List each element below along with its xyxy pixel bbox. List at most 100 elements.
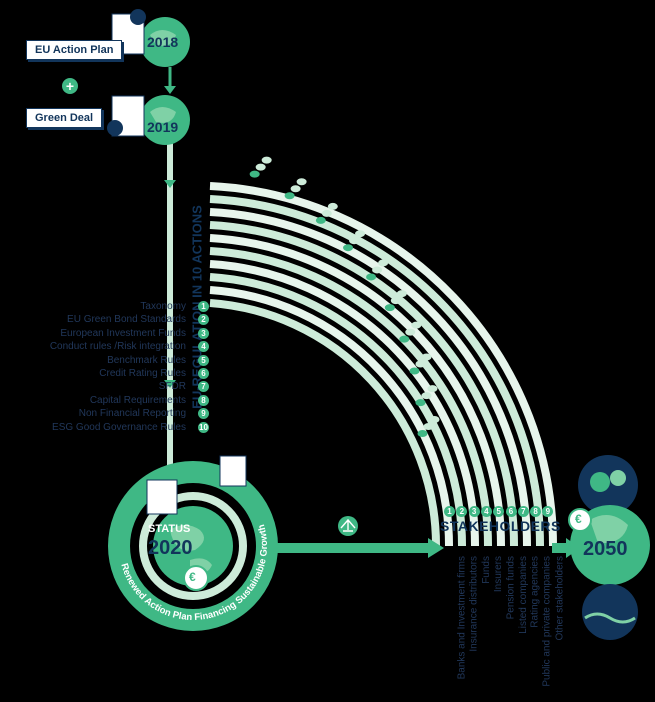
stakeholder-number-badge: 6 <box>505 506 517 517</box>
leaf <box>390 297 401 305</box>
progress-arrow-head <box>428 538 444 558</box>
leaf <box>396 290 407 298</box>
status-label: STATUS <box>148 523 191 535</box>
action-arc <box>209 247 493 547</box>
stakeholders-title: STAKEHOLDERS <box>440 518 561 534</box>
document-icon-2020b <box>219 455 247 487</box>
stakeholder-item: Funds <box>469 556 492 696</box>
leaf <box>355 230 366 238</box>
leaf <box>349 237 360 245</box>
action-label: EU Green Bond Standards <box>67 314 186 326</box>
action-arc <box>209 260 480 547</box>
leaf <box>296 178 307 186</box>
leaf-branches <box>249 156 440 437</box>
action-arc <box>209 273 467 547</box>
leaf <box>290 185 301 193</box>
action-label: European Investment Funds <box>60 327 186 339</box>
action-arc <box>209 182 558 547</box>
leaf <box>261 156 272 164</box>
stakeholder-number-badge: 7 <box>517 506 529 517</box>
action-label: Taxonomy <box>140 301 186 312</box>
stakeholder-item: Rating agencies <box>518 556 541 696</box>
action-number-badge: 3 <box>198 327 209 339</box>
stakeholder-number-badge: 8 <box>530 506 542 517</box>
leaf <box>343 244 354 252</box>
leaf <box>284 192 295 200</box>
leaf <box>315 216 326 224</box>
stakeholder-label: Other stakeholders <box>554 556 566 641</box>
year-2019: 2019 <box>147 119 179 135</box>
action-number-badge: 10 <box>198 421 209 433</box>
action-arc <box>209 299 441 547</box>
action-number-badge: 6 <box>198 368 209 379</box>
stakeholder-item: Pension funds <box>493 556 516 696</box>
outer-ring <box>108 461 278 631</box>
leaf <box>423 422 434 430</box>
leaf <box>378 259 389 267</box>
leaf <box>409 367 420 375</box>
action-label: Credit Rating Rules <box>99 368 186 380</box>
stakeholder-item: Listed companies <box>506 556 529 696</box>
leaf <box>249 170 260 178</box>
document-icon-2020 <box>146 479 178 515</box>
stakeholder-item: Public and private companies <box>530 556 553 696</box>
action-number-badge: 8 <box>198 394 209 406</box>
flow-arrow-lower <box>164 380 176 388</box>
leaf <box>427 385 438 393</box>
flow-arrow <box>164 180 176 188</box>
plus-icon: + <box>62 78 78 94</box>
action-label: Capital Requirements <box>89 394 186 406</box>
leaf <box>321 209 332 217</box>
leaf <box>327 202 338 210</box>
leaf <box>411 321 422 329</box>
action-number-badge: 1 <box>198 301 209 312</box>
eu-action-plan-tag: EU Action Plan <box>26 40 123 60</box>
leaf <box>255 163 266 171</box>
stakeholder-number-badge: 9 <box>542 506 554 517</box>
stakeholder-number-badge: 2 <box>456 506 468 517</box>
action-arc <box>209 286 454 547</box>
leaf <box>417 429 428 437</box>
balance-icon <box>340 518 356 532</box>
leaf <box>405 328 416 336</box>
action-arc <box>209 234 506 547</box>
inner-ring <box>139 492 247 600</box>
euro-symbol-2050: € <box>575 512 582 526</box>
euro-symbol: € <box>189 570 196 584</box>
action-label: Benchmark Rules <box>107 354 186 366</box>
leaf <box>415 399 426 407</box>
action-label: ESG Good Governance Rules <box>52 421 186 433</box>
leaf <box>384 304 395 312</box>
globe-land <box>170 525 204 551</box>
stakeholder-number-badge: 5 <box>493 506 505 517</box>
stakeholder-number-badge: 4 <box>480 506 492 517</box>
action-number-badge: 2 <box>198 314 209 326</box>
stakeholder-item: Other stakeholders <box>542 556 565 696</box>
leaf <box>399 335 410 343</box>
action-arc <box>209 221 519 547</box>
stakeholder-item: Insurance distributors <box>456 556 479 696</box>
leaf <box>415 360 426 368</box>
action-label: Non Financial Reporting <box>78 408 186 420</box>
stakeholder-item: Insurers <box>481 556 504 696</box>
green-deal-tag: Green Deal <box>26 108 103 128</box>
action-arc <box>209 195 545 547</box>
ocean-circle <box>582 584 638 640</box>
stakeholder-item: Banks and Investment firms <box>444 556 467 696</box>
action-number-badge: 5 <box>198 354 209 366</box>
action-number-badge: 4 <box>198 341 209 353</box>
action-arc <box>209 208 532 547</box>
eu-flag-icon-2019 <box>107 120 123 136</box>
leaf <box>421 353 432 361</box>
action-number-badge: 7 <box>198 381 209 393</box>
euro-recycle-icon-2050 <box>568 508 592 532</box>
action-label: Conduct rules /Risk integration <box>49 341 186 353</box>
action-label: SFDR <box>158 381 186 393</box>
stakeholder-number-badge: 3 <box>468 506 480 517</box>
status-year: 2020 <box>148 537 193 559</box>
leaf <box>429 415 440 423</box>
leaf <box>372 266 383 274</box>
